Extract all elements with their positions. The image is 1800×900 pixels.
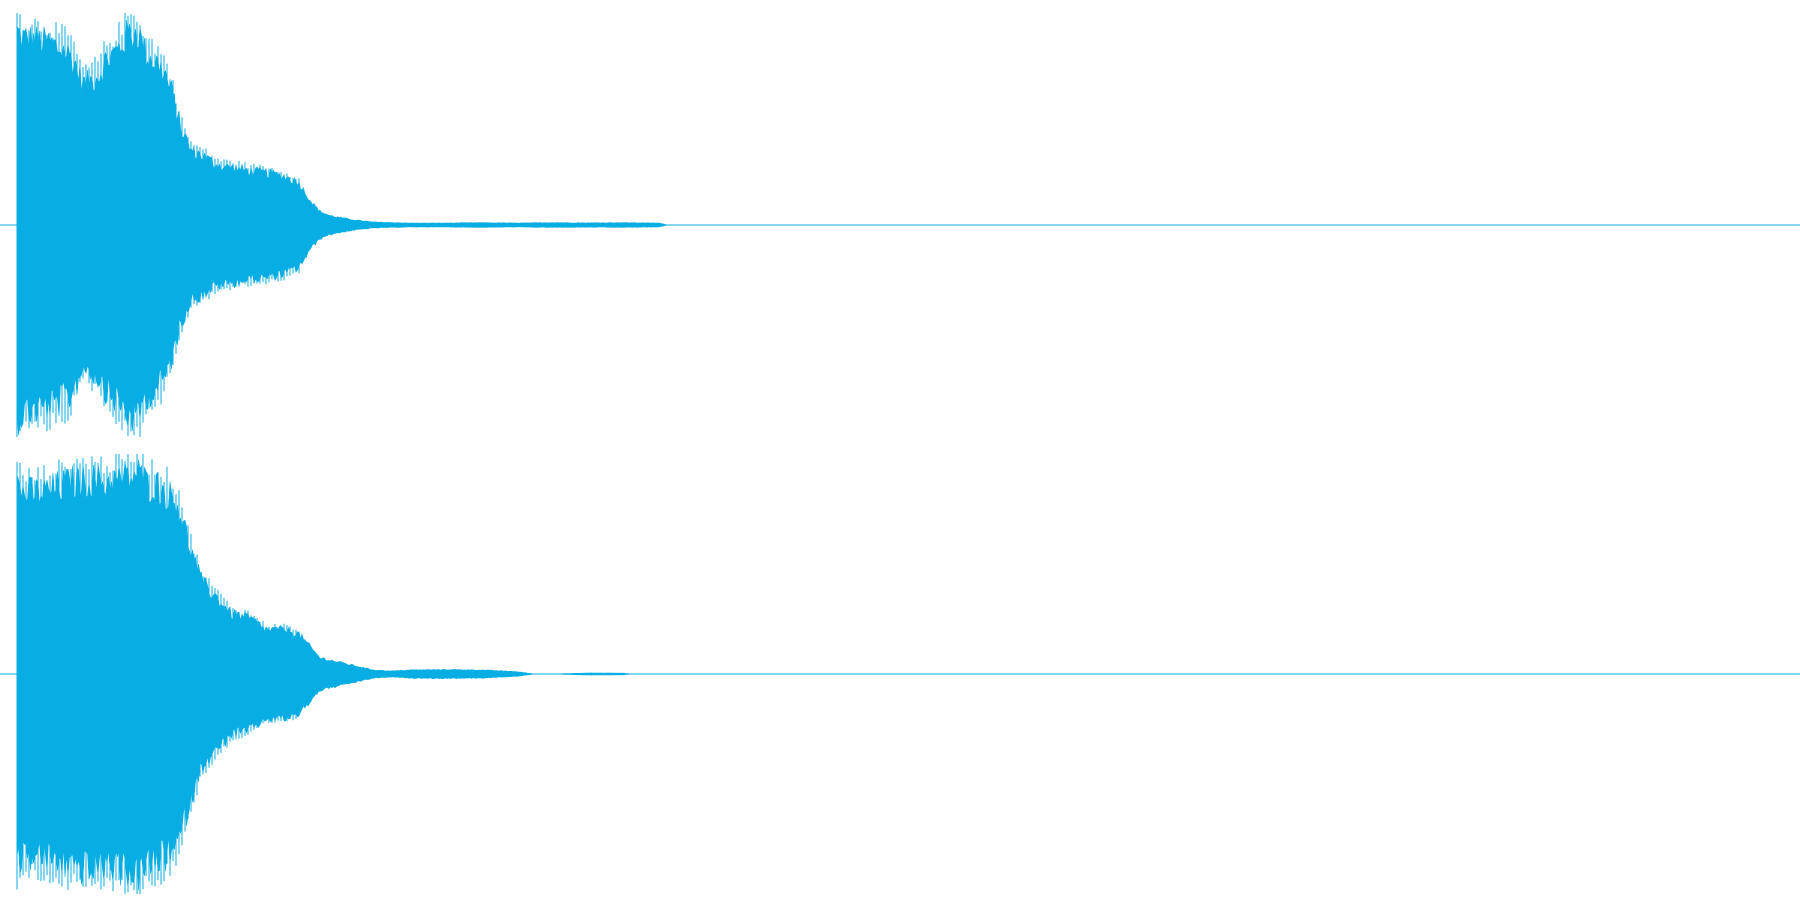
channels-layer [0, 13, 1800, 894]
channel-1 [0, 13, 1800, 437]
channel-2 [0, 454, 1800, 894]
